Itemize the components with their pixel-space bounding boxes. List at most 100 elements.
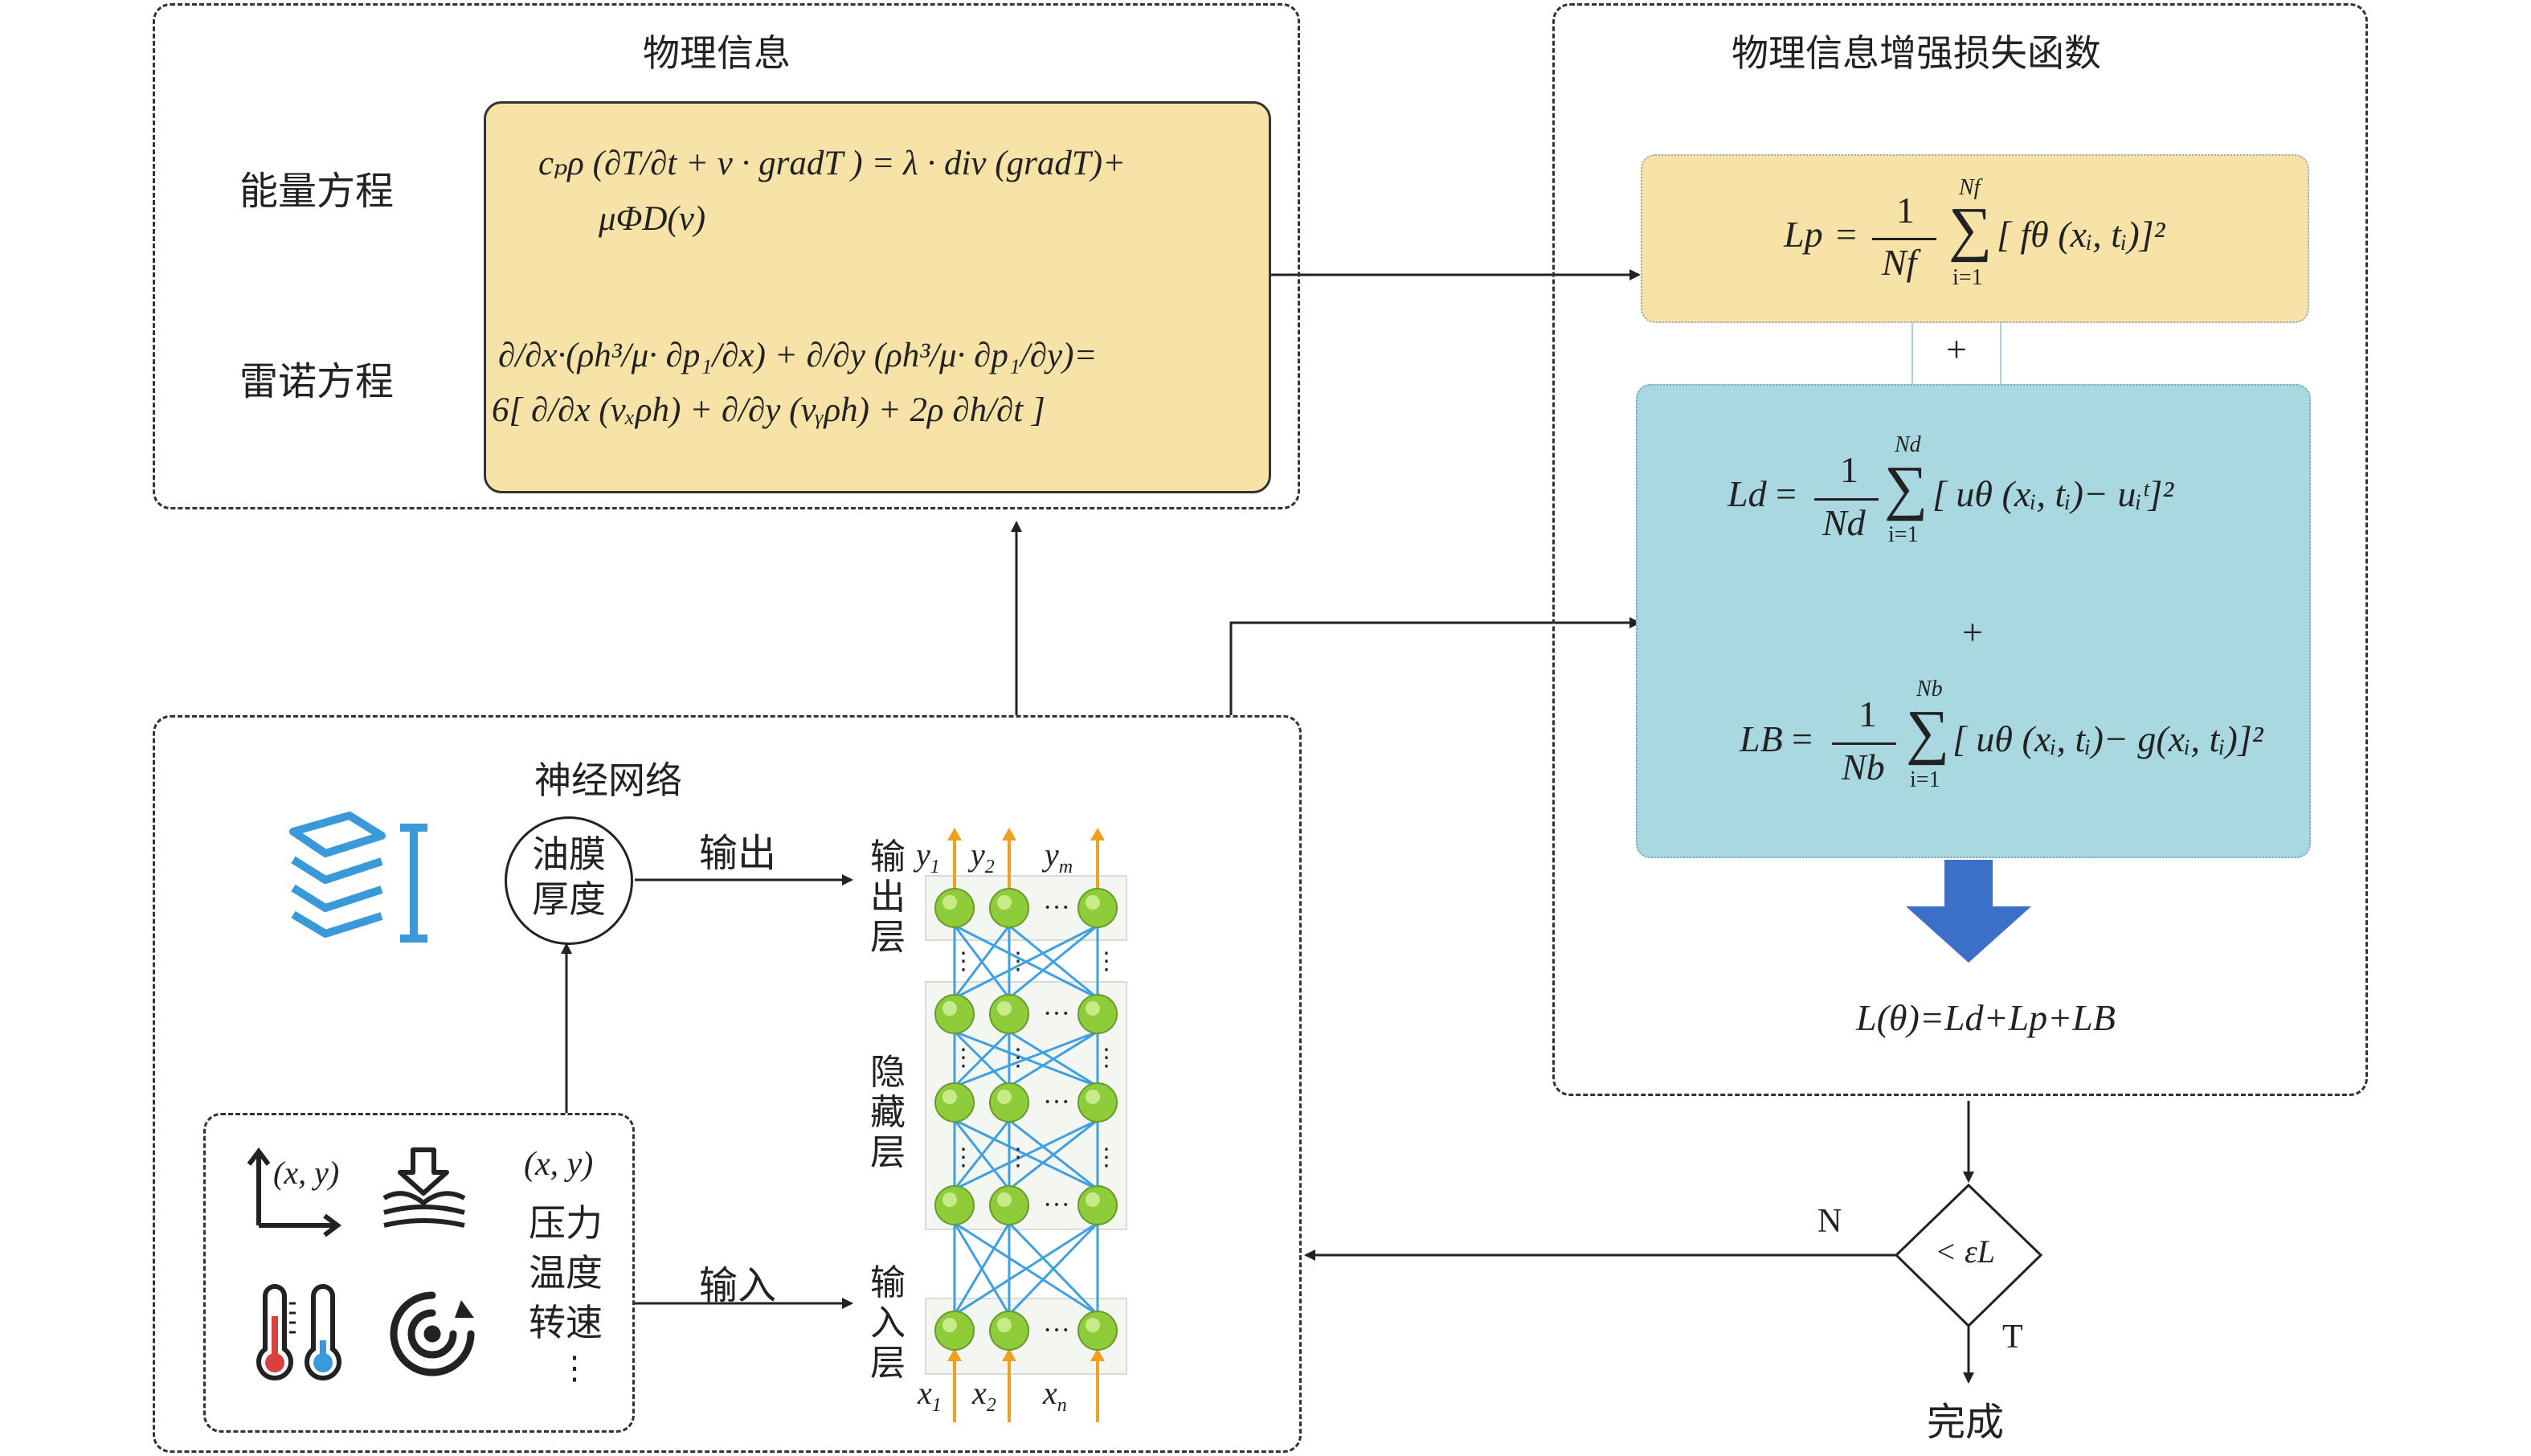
lp-plus: + — [1946, 329, 1967, 370]
node-ellipsis: ··· — [1043, 999, 1070, 1029]
network-connection — [953, 925, 1011, 999]
network-connection — [1008, 924, 1098, 1000]
oil-film-thickness-node — [505, 816, 633, 945]
network-connection — [953, 1119, 1011, 1190]
decision-condition: < εL — [1935, 1233, 1995, 1270]
output-signal-arrowhead — [1090, 828, 1105, 840]
ld-name: Ld — [1728, 473, 1767, 514]
network-node-highlight — [942, 1192, 957, 1207]
lb-sum-bottom: i=1 — [1910, 767, 1940, 792]
network-node — [989, 994, 1029, 1034]
network-node — [934, 1082, 975, 1123]
network-node — [1077, 994, 1118, 1034]
layer-ellipsis: ⋮ — [1006, 1045, 1030, 1071]
ld-sum-bottom: i=1 — [1888, 522, 1919, 547]
ld-fraction-bar — [1814, 498, 1879, 501]
network-node — [1077, 1185, 1118, 1225]
layer-ellipsis: ⋮ — [1006, 1144, 1030, 1171]
network-node — [934, 1185, 975, 1225]
lb-denominator: Nb — [1842, 746, 1885, 787]
layers-icon — [289, 812, 427, 943]
ld-sum-sign: ∑ — [1884, 454, 1928, 521]
lp-numerator: 1 — [1896, 190, 1915, 231]
network-node-highlight — [997, 895, 1012, 910]
pressure-label: 压力 — [529, 1201, 603, 1245]
loss-title: 物理信息增强损失函数 — [1732, 31, 2101, 75]
network-node — [934, 994, 975, 1034]
network-node — [989, 1082, 1029, 1123]
lp-sum-bottom: i=1 — [1952, 265, 1983, 290]
input-xn: xn — [1043, 1375, 1067, 1416]
ld-denominator: Nd — [1822, 502, 1866, 543]
lp-formula: [ fθ (xᵢ, tᵢ)]² — [1997, 214, 2165, 255]
thermometer-icon — [256, 1284, 341, 1380]
network-connection — [1008, 1030, 1098, 1088]
network-node-highlight — [942, 1001, 957, 1016]
network-node-highlight — [997, 1318, 1012, 1332]
decision-true-label: T — [2002, 1319, 2023, 1356]
network-title: 神经网络 — [534, 759, 682, 802]
neural-network-graph: ···············⋮⋮⋮⋮⋮⋮⋮⋮⋮ — [925, 828, 1127, 1422]
input-layer-label: 输入层 — [870, 1262, 906, 1384]
network-node — [989, 888, 1029, 928]
energy-equation-line1: cₚρ (∂T/∂t + v · gradT ) = λ · div (grad… — [538, 145, 1126, 182]
network-node-highlight — [997, 1001, 1012, 1016]
input-signal-arrowhead — [1090, 1348, 1105, 1361]
network-connection — [953, 1030, 1011, 1088]
coord-label: (x, y) — [524, 1146, 594, 1183]
lb-numerator: 1 — [1858, 693, 1877, 734]
temperature-label: 温度 — [529, 1251, 603, 1294]
coordinate-axes-icon — [247, 1147, 341, 1237]
output-y1: y1 — [916, 836, 940, 877]
network-connection — [954, 924, 1098, 1000]
ldlb-plus: + — [1962, 611, 1983, 652]
speed-label: 转速 — [529, 1301, 603, 1344]
lb-sum-sign: ∑ — [1906, 698, 1950, 766]
lp-fraction-bar — [1872, 238, 1936, 240]
ld-numerator: 1 — [1840, 449, 1858, 490]
network-node — [934, 1311, 975, 1351]
layer-ellipsis: ⋮ — [1094, 1144, 1118, 1171]
network-node — [934, 888, 975, 928]
lb-formula: [ uθ (xᵢ, tᵢ)− g(xᵢ, tᵢ)]² — [1952, 718, 2263, 759]
lp-sum-top: Nf — [1959, 175, 1981, 200]
network-node — [1077, 1311, 1118, 1351]
node-ellipsis: ··· — [1043, 1087, 1070, 1117]
network-node-highlight — [942, 1318, 957, 1332]
reynolds-equation-line1: ∂/∂x·(ρh³/μ· ∂p₁/∂x) + ∂/∂y (ρh³/μ· ∂p₁/… — [498, 337, 1098, 374]
lp-name: Lp — [1784, 214, 1823, 255]
network-connection — [1008, 1119, 1098, 1191]
network-node-highlight — [1086, 1318, 1100, 1332]
energy-equation-label: 能量方程 — [239, 169, 395, 214]
ld-formula: [ uθ (xᵢ, tᵢ)− uᵢᵗ]² — [1932, 473, 2174, 514]
network-panel — [153, 715, 1302, 1453]
loss-panel — [1552, 3, 2368, 1096]
lb-sum-top: Nb — [1916, 677, 1943, 701]
input-label: 输入 — [699, 1263, 777, 1308]
rotation-speed-icon — [390, 1291, 475, 1376]
output-layer-label: 输出层 — [870, 836, 906, 958]
reynolds-equation-line2: 6[ ∂/∂x (vₓρh) + ∂/∂y (vᵧρh) + 2ρ ∂h/∂t … — [492, 391, 1045, 429]
input-signal-arrowhead — [947, 1348, 962, 1361]
lb-name: LB — [1740, 718, 1783, 759]
output-signal-arrowhead — [947, 828, 962, 840]
input-x1: x1 — [918, 1375, 942, 1416]
network-node-highlight — [997, 1090, 1012, 1104]
data-loss-box — [1636, 384, 2311, 858]
hidden-layer-label: 隐藏层 — [870, 1052, 906, 1173]
layer-ellipsis: ⋮ — [951, 948, 975, 975]
network-node — [989, 1185, 1029, 1225]
big-down-arrow — [1906, 860, 2031, 963]
network-node — [1077, 1082, 1118, 1123]
network-connection — [953, 1222, 1011, 1315]
network-node-highlight — [997, 1192, 1012, 1207]
network-node-highlight — [1086, 1192, 1100, 1207]
energy-equation-line2: μΦD(v) — [599, 200, 706, 238]
done-label: 完成 — [1927, 1400, 2005, 1445]
input-signal-arrowhead — [1002, 1348, 1016, 1361]
network-connection — [1008, 1221, 1099, 1316]
oil-film-thickness-label: 油膜厚度 — [532, 832, 606, 921]
lp-sum-sign: ∑ — [1948, 195, 1993, 263]
network-node-highlight — [1086, 895, 1100, 910]
output-signal-arrowhead — [1002, 828, 1016, 840]
